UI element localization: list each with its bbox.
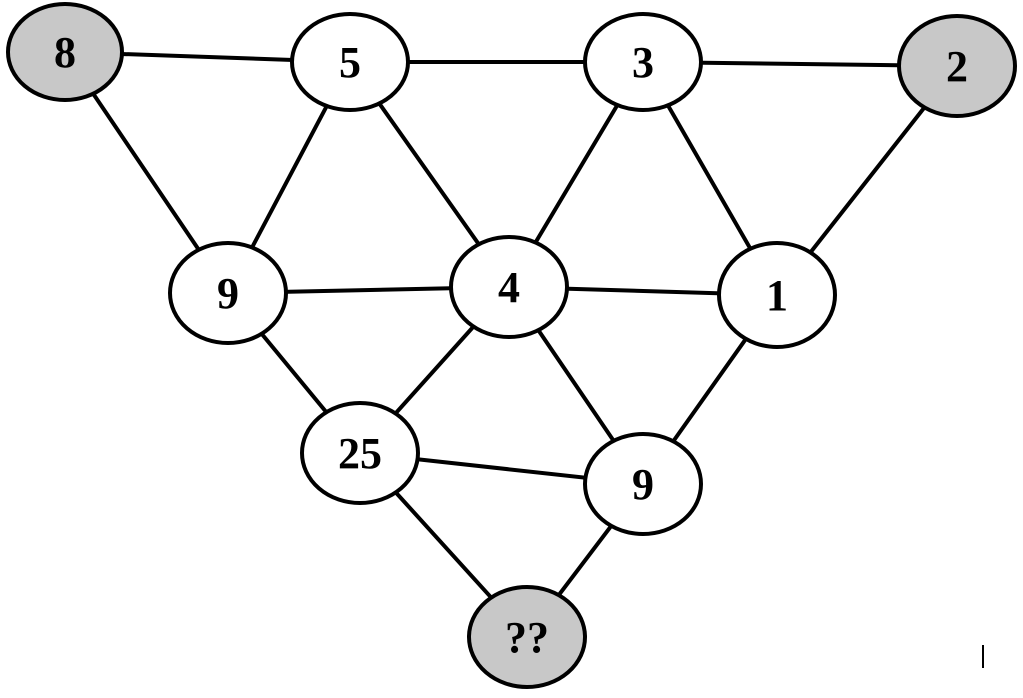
node-circle-bottom	[467, 585, 587, 689]
node-low-left: 25	[300, 401, 420, 505]
node-label-mid-left: 9	[217, 269, 239, 318]
node-circle-top-mid-right	[583, 12, 703, 112]
node-circle-top-right	[897, 14, 1017, 118]
node-circle-low-right	[583, 432, 703, 536]
node-mid-left: 9	[168, 241, 288, 345]
node-label-low-left: 25	[338, 429, 382, 478]
node-top-left: 8	[6, 2, 124, 102]
node-circle-low-left	[300, 401, 420, 505]
nodes-layer: 8 5 3 2 9 4 1 25 9??	[6, 2, 1017, 689]
node-circle-top-left	[6, 2, 124, 102]
node-circle-top-mid-left	[290, 12, 410, 112]
node-label-low-right: 9	[632, 460, 654, 509]
node-label-top-mid-right: 3	[632, 38, 654, 87]
node-bottom: ??	[467, 585, 587, 689]
node-top-mid-left: 5	[290, 12, 410, 112]
node-circle-mid-right	[717, 241, 837, 349]
node-label-top-right: 2	[946, 42, 968, 91]
node-circle-mid-left	[168, 241, 288, 345]
node-label-bottom: ??	[505, 613, 549, 662]
node-label-mid-center: 4	[498, 263, 520, 312]
node-top-mid-right: 3	[583, 12, 703, 112]
node-low-right: 9	[583, 432, 703, 536]
node-label-top-mid-left: 5	[339, 38, 361, 87]
node-label-top-left: 8	[54, 28, 76, 77]
node-mid-center: 4	[449, 235, 569, 339]
node-top-right: 2	[897, 14, 1017, 118]
node-label-mid-right: 1	[766, 271, 788, 320]
node-circle-mid-center	[449, 235, 569, 339]
node-mid-right: 1	[717, 241, 837, 349]
edges-layer	[63, 50, 959, 639]
